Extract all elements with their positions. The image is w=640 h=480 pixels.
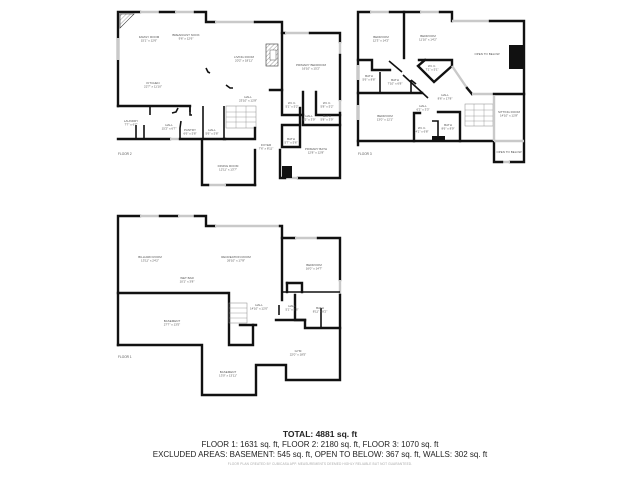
floor-areas: FLOOR 1: 1631 sq. ft, FLOOR 2: 2180 sq. … <box>201 440 439 449</box>
excluded-areas: EXCLUDED AREAS: BASEMENT: 545 sq. ft, OP… <box>152 450 488 459</box>
svg-text:W.I.C.7'1" x 5'1": W.I.C.7'1" x 5'1" <box>425 64 438 72</box>
total-area: TOTAL: 4881 sq. ft <box>282 429 358 439</box>
svg-text:W.I.C.5'8" x 5'2": W.I.C.5'8" x 5'2" <box>320 101 333 109</box>
disclaimer: FLOOR PLAN CREATED BY CUBICASA APP. MEAS… <box>227 462 413 466</box>
floor-label: FLOOR 1 <box>118 355 132 359</box>
floor-label: FLOOR 3 <box>358 152 372 156</box>
svg-text:W.I.C.5'1" x 5'2": W.I.C.5'1" x 5'2" <box>285 101 298 109</box>
svg-text:W.I.C.4'1" x 6'8": W.I.C.4'1" x 6'8" <box>415 126 428 134</box>
stairs-icon <box>225 105 257 129</box>
svg-text:OPEN TO BELOW: OPEN TO BELOW <box>474 52 499 56</box>
stairs-icon <box>228 302 248 324</box>
svg-text:OPEN TO BELOW: OPEN TO BELOW <box>496 150 521 154</box>
floor-label: FLOOR 2 <box>118 152 132 156</box>
stairs-icon <box>464 103 494 127</box>
